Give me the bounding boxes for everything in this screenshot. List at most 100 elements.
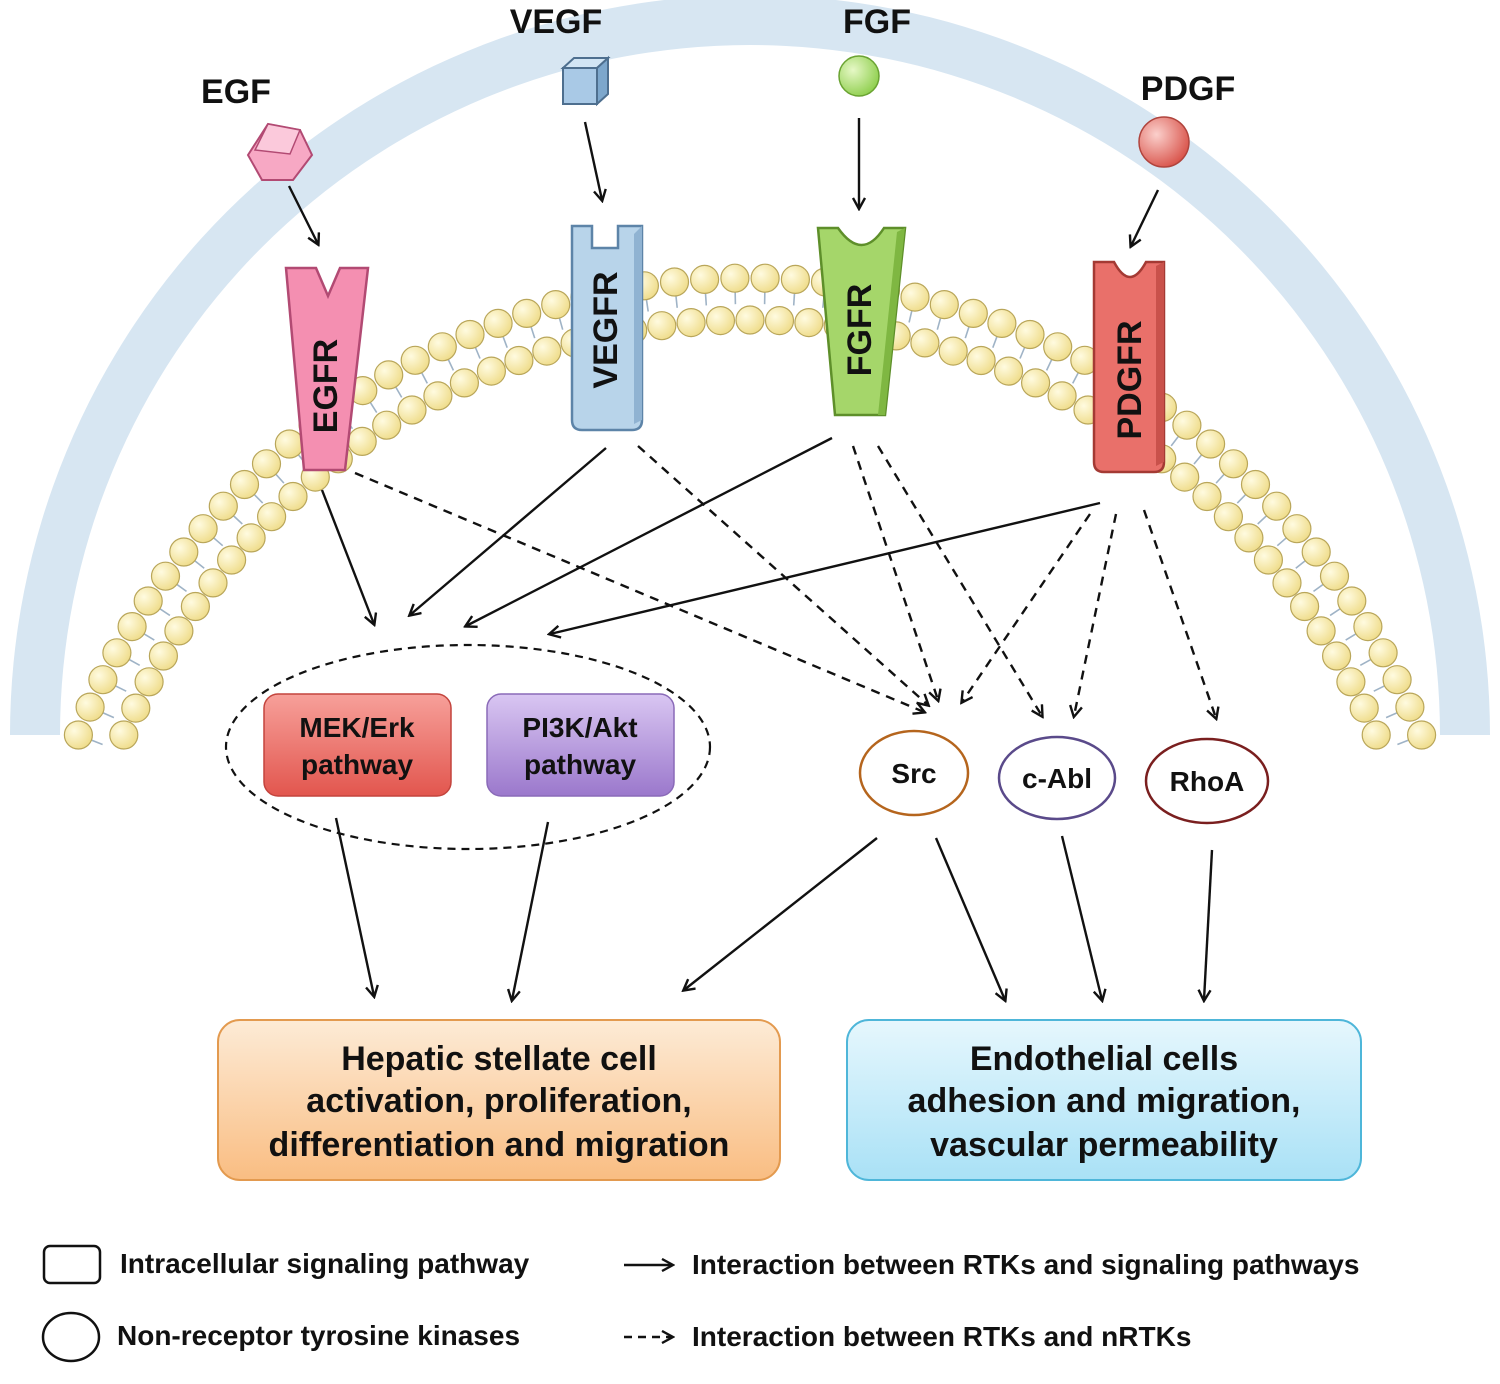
cabl-to-endo-arrow bbox=[1060, 835, 1102, 1000]
lipid-head bbox=[958, 298, 988, 328]
lipid-head bbox=[1015, 319, 1045, 350]
legend-box-icon bbox=[42, 1244, 102, 1285]
lipid-head bbox=[251, 449, 282, 479]
pdgfr-receptor: PDGFR bbox=[1092, 260, 1166, 474]
pi3k-akt-label-line2: pathway bbox=[524, 749, 636, 780]
lipid-head bbox=[217, 545, 247, 575]
lipid-head bbox=[1282, 514, 1312, 544]
lipid-head bbox=[236, 523, 266, 553]
lipid-head bbox=[483, 308, 513, 338]
lipid-head bbox=[134, 667, 164, 697]
mek-erk-pathway-box: MEK/Erk pathway bbox=[263, 693, 452, 797]
lipid-head bbox=[689, 264, 720, 294]
egfr-receptor: EGFR bbox=[284, 266, 370, 472]
mek-to-hsc-arrow bbox=[334, 817, 374, 996]
lipid-head bbox=[1336, 667, 1366, 697]
lipid-head bbox=[63, 720, 94, 750]
egf-ligand: EGF bbox=[201, 73, 314, 181]
lipid-head bbox=[188, 514, 218, 544]
lipid-head bbox=[1262, 491, 1292, 521]
pdgf-ligand: PDGF bbox=[1138, 70, 1235, 168]
lipid-head bbox=[676, 308, 706, 338]
lipid-head bbox=[423, 381, 453, 411]
legend-box-label: Intracellular signaling pathway bbox=[120, 1248, 530, 1279]
lipid-head bbox=[278, 481, 308, 512]
egfr-to-src-dashed-arrow bbox=[354, 471, 924, 712]
pdgfr-to-src-dashed-arrow bbox=[962, 513, 1091, 702]
lipid-head bbox=[1213, 502, 1244, 532]
endo-line2: adhesion and migration, bbox=[908, 1082, 1301, 1120]
egfr-to-pathways-arrow bbox=[320, 489, 374, 624]
vegf-ligand: VEGF bbox=[510, 3, 611, 107]
fgf-ligand: FGF bbox=[838, 3, 911, 97]
src-label: Src bbox=[891, 758, 936, 789]
legend-dashed-label: Interaction between RTKs and nRTKs bbox=[692, 1321, 1191, 1352]
lipid-head bbox=[1337, 586, 1367, 616]
lipid-head bbox=[705, 306, 736, 336]
sphere-icon bbox=[838, 55, 880, 97]
legend-ellipse-label: Non-receptor tyrosine kinases bbox=[117, 1320, 520, 1351]
cube-icon bbox=[562, 67, 598, 105]
lipid-head bbox=[1301, 537, 1331, 567]
lipid-head bbox=[910, 328, 940, 358]
pi3k-to-hsc-arrow bbox=[512, 821, 550, 1000]
lipid-head bbox=[780, 264, 811, 294]
lipid-head bbox=[1218, 449, 1249, 479]
lipid-head bbox=[1192, 481, 1222, 512]
lipid-head bbox=[372, 410, 402, 440]
rhoa-label: RhoA bbox=[1170, 766, 1245, 797]
lipid-head bbox=[1172, 410, 1202, 440]
vegfr-to-pathways-arrow bbox=[410, 447, 607, 615]
lipid-head bbox=[966, 345, 996, 376]
fgf-label: FGF bbox=[843, 3, 911, 41]
lipid-head bbox=[764, 306, 795, 336]
legend-ellipse-icon bbox=[41, 1311, 101, 1363]
lipid-head bbox=[1361, 720, 1391, 750]
fgfr-to-pathways-arrow bbox=[466, 436, 833, 626]
sphere-icon bbox=[1138, 116, 1190, 168]
fgfr-label: FGFR bbox=[841, 284, 879, 377]
lipid-head bbox=[397, 395, 427, 425]
lipid-head bbox=[987, 308, 1017, 338]
lipid-head bbox=[532, 336, 562, 366]
lipid-head bbox=[735, 305, 765, 335]
lipid-head bbox=[109, 720, 139, 750]
lipid-head bbox=[512, 298, 542, 328]
c-abl-label: c-Abl bbox=[1022, 763, 1092, 794]
lipid-head bbox=[929, 290, 959, 320]
egf-label: EGF bbox=[201, 73, 271, 111]
lipid-head bbox=[1289, 591, 1320, 622]
lipid-head bbox=[374, 360, 404, 390]
fgfr-to-cabl-dashed-arrow bbox=[876, 445, 1042, 716]
lipid-head bbox=[169, 537, 199, 567]
vegf-label: VEGF bbox=[510, 3, 603, 41]
endo-line1: Endothelial cells bbox=[970, 1040, 1238, 1078]
lipid-head bbox=[449, 368, 479, 398]
hsc-line3: differentiation and migration bbox=[269, 1126, 730, 1164]
lipid-head bbox=[102, 638, 132, 668]
lipid-head bbox=[750, 263, 780, 293]
egfr-label: EGFR bbox=[307, 339, 345, 433]
hsc-line2: activation, proliferation, bbox=[306, 1082, 691, 1120]
c-abl-kinase: c-Abl bbox=[997, 735, 1117, 821]
mek-erk-label-line2: pathway bbox=[301, 749, 413, 780]
lipid-head bbox=[720, 263, 750, 293]
lipid-head bbox=[659, 267, 690, 297]
lipid-head bbox=[647, 311, 677, 341]
src-to-endo-arrow bbox=[934, 837, 1005, 1000]
src-to-hsc-arrow bbox=[684, 837, 878, 990]
lipid-head bbox=[938, 336, 968, 366]
lipid-head bbox=[75, 692, 105, 722]
lipid-head bbox=[1043, 332, 1073, 362]
hsc-line1: Hepatic stellate cell bbox=[341, 1040, 657, 1078]
lipid-head bbox=[1319, 561, 1350, 591]
lipid-head bbox=[148, 641, 178, 671]
lipid-head bbox=[180, 591, 210, 622]
lipid-head bbox=[1349, 693, 1379, 723]
arrows bbox=[287, 118, 1216, 1000]
lipid-head bbox=[541, 290, 571, 320]
lipid-head bbox=[1047, 381, 1077, 411]
pdgf-to-pdgfr-arrow bbox=[1131, 189, 1160, 246]
lipid-head bbox=[347, 426, 377, 456]
lipid-head bbox=[1240, 469, 1271, 500]
